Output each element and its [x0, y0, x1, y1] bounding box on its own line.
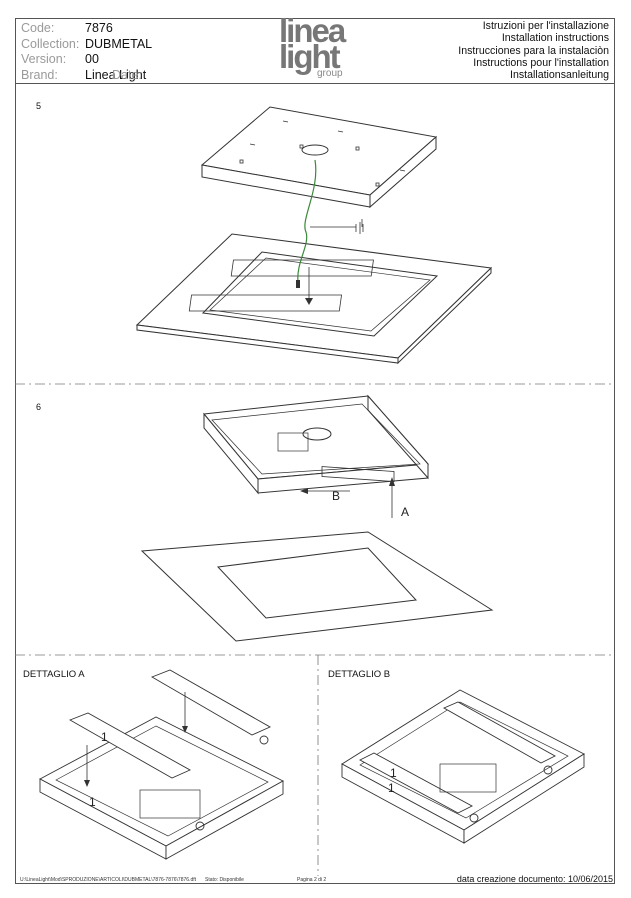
collection-label: Collection: [21, 36, 80, 51]
title-fr: Instructions pour l'installation [473, 56, 609, 69]
title-en: Installation instructions [501, 32, 609, 45]
step-5-number: 5 [36, 101, 42, 111]
title-block: Code: Collection: Version: Brand: 7876 D… [15, 13, 615, 84]
cable-hole [301, 144, 329, 156]
page-footer: U:\LineaLight\Mod\SPRODUZIONE\ARTICOLI\D… [15, 874, 615, 884]
detail-b-bracket-1 [442, 701, 556, 764]
date-label: Date: [112, 68, 142, 82]
brand-value: Linea Light [85, 67, 147, 82]
ceiling-plate [135, 233, 493, 359]
code-label: Code: [21, 21, 55, 35]
collection-value: DUBMETAL [85, 36, 153, 51]
title-es: Instrucciones para la instalaciòn [458, 44, 609, 57]
cable-hole-inverted [302, 427, 332, 441]
page-frame [15, 18, 615, 884]
step-6-illustration [140, 394, 494, 642]
document-state: Stato: Disponibile [205, 877, 244, 883]
detail-a-driver [139, 789, 201, 819]
step-6-number: 6 [36, 402, 42, 412]
linea-light-logo: linea light group [277, 13, 357, 81]
page-number: Pagina 2 di 2 [297, 877, 327, 883]
label-b: B [332, 489, 340, 503]
detail-a-bracket-1 [68, 712, 192, 779]
logo-line-1: linea [279, 12, 346, 49]
logo-line-2: light [279, 38, 341, 75]
header-values: 7876 DUBMETAL 00 Linea Light [85, 21, 152, 83]
screw [296, 280, 300, 288]
detail-b-callout-bottom: 1 [388, 781, 395, 795]
header-labels: Code: Collection: Version: Brand: [21, 21, 79, 83]
detail-a-illustration [39, 669, 284, 860]
code-value: 7876 [85, 21, 113, 35]
detail-b-callout-top: 1 [390, 766, 397, 780]
ceiling-recess-6 [216, 547, 418, 619]
lamp-body-side [369, 135, 437, 209]
detail-b-bracket-2 [359, 752, 473, 814]
ceiling-recess [201, 251, 439, 337]
mounting-bracket-back [230, 259, 374, 277]
ground-wire [297, 159, 317, 283]
detail-a-callout-top: 1 [101, 730, 108, 744]
detail-b-illustration [341, 689, 585, 844]
creation-date: data creazione documento: 10/06/2015 [456, 874, 613, 884]
detail-a-bracket-2 [150, 669, 271, 736]
logo-line-3: group [317, 68, 343, 79]
brand-label: Brand: [21, 67, 58, 82]
detail-a-frame [39, 716, 284, 847]
mounting-bracket-front [188, 294, 342, 312]
detail-b-driver [439, 763, 497, 793]
label-a: A [401, 505, 409, 519]
version-value: 00 [85, 52, 99, 67]
file-path: U:\LineaLight\Mod\SPRODUZIONE\ARTICOLI\D… [20, 877, 197, 883]
detail-a-title: DETTAGLIO A [23, 669, 85, 680]
terminal-block [277, 432, 309, 452]
version-label: Version: [21, 52, 67, 67]
title-it: Istruzioni per l'installazione [482, 20, 609, 32]
language-titles: Istruzioni per l'installazione Installat… [458, 20, 609, 81]
step-5-illustration [135, 106, 493, 365]
detail-a-callout-bottom: 1 [89, 795, 96, 809]
detail-b-title: DETTAGLIO B [328, 669, 391, 680]
title-de: Installationsanleitung [510, 69, 609, 82]
ceiling-plate-6 [140, 531, 494, 642]
